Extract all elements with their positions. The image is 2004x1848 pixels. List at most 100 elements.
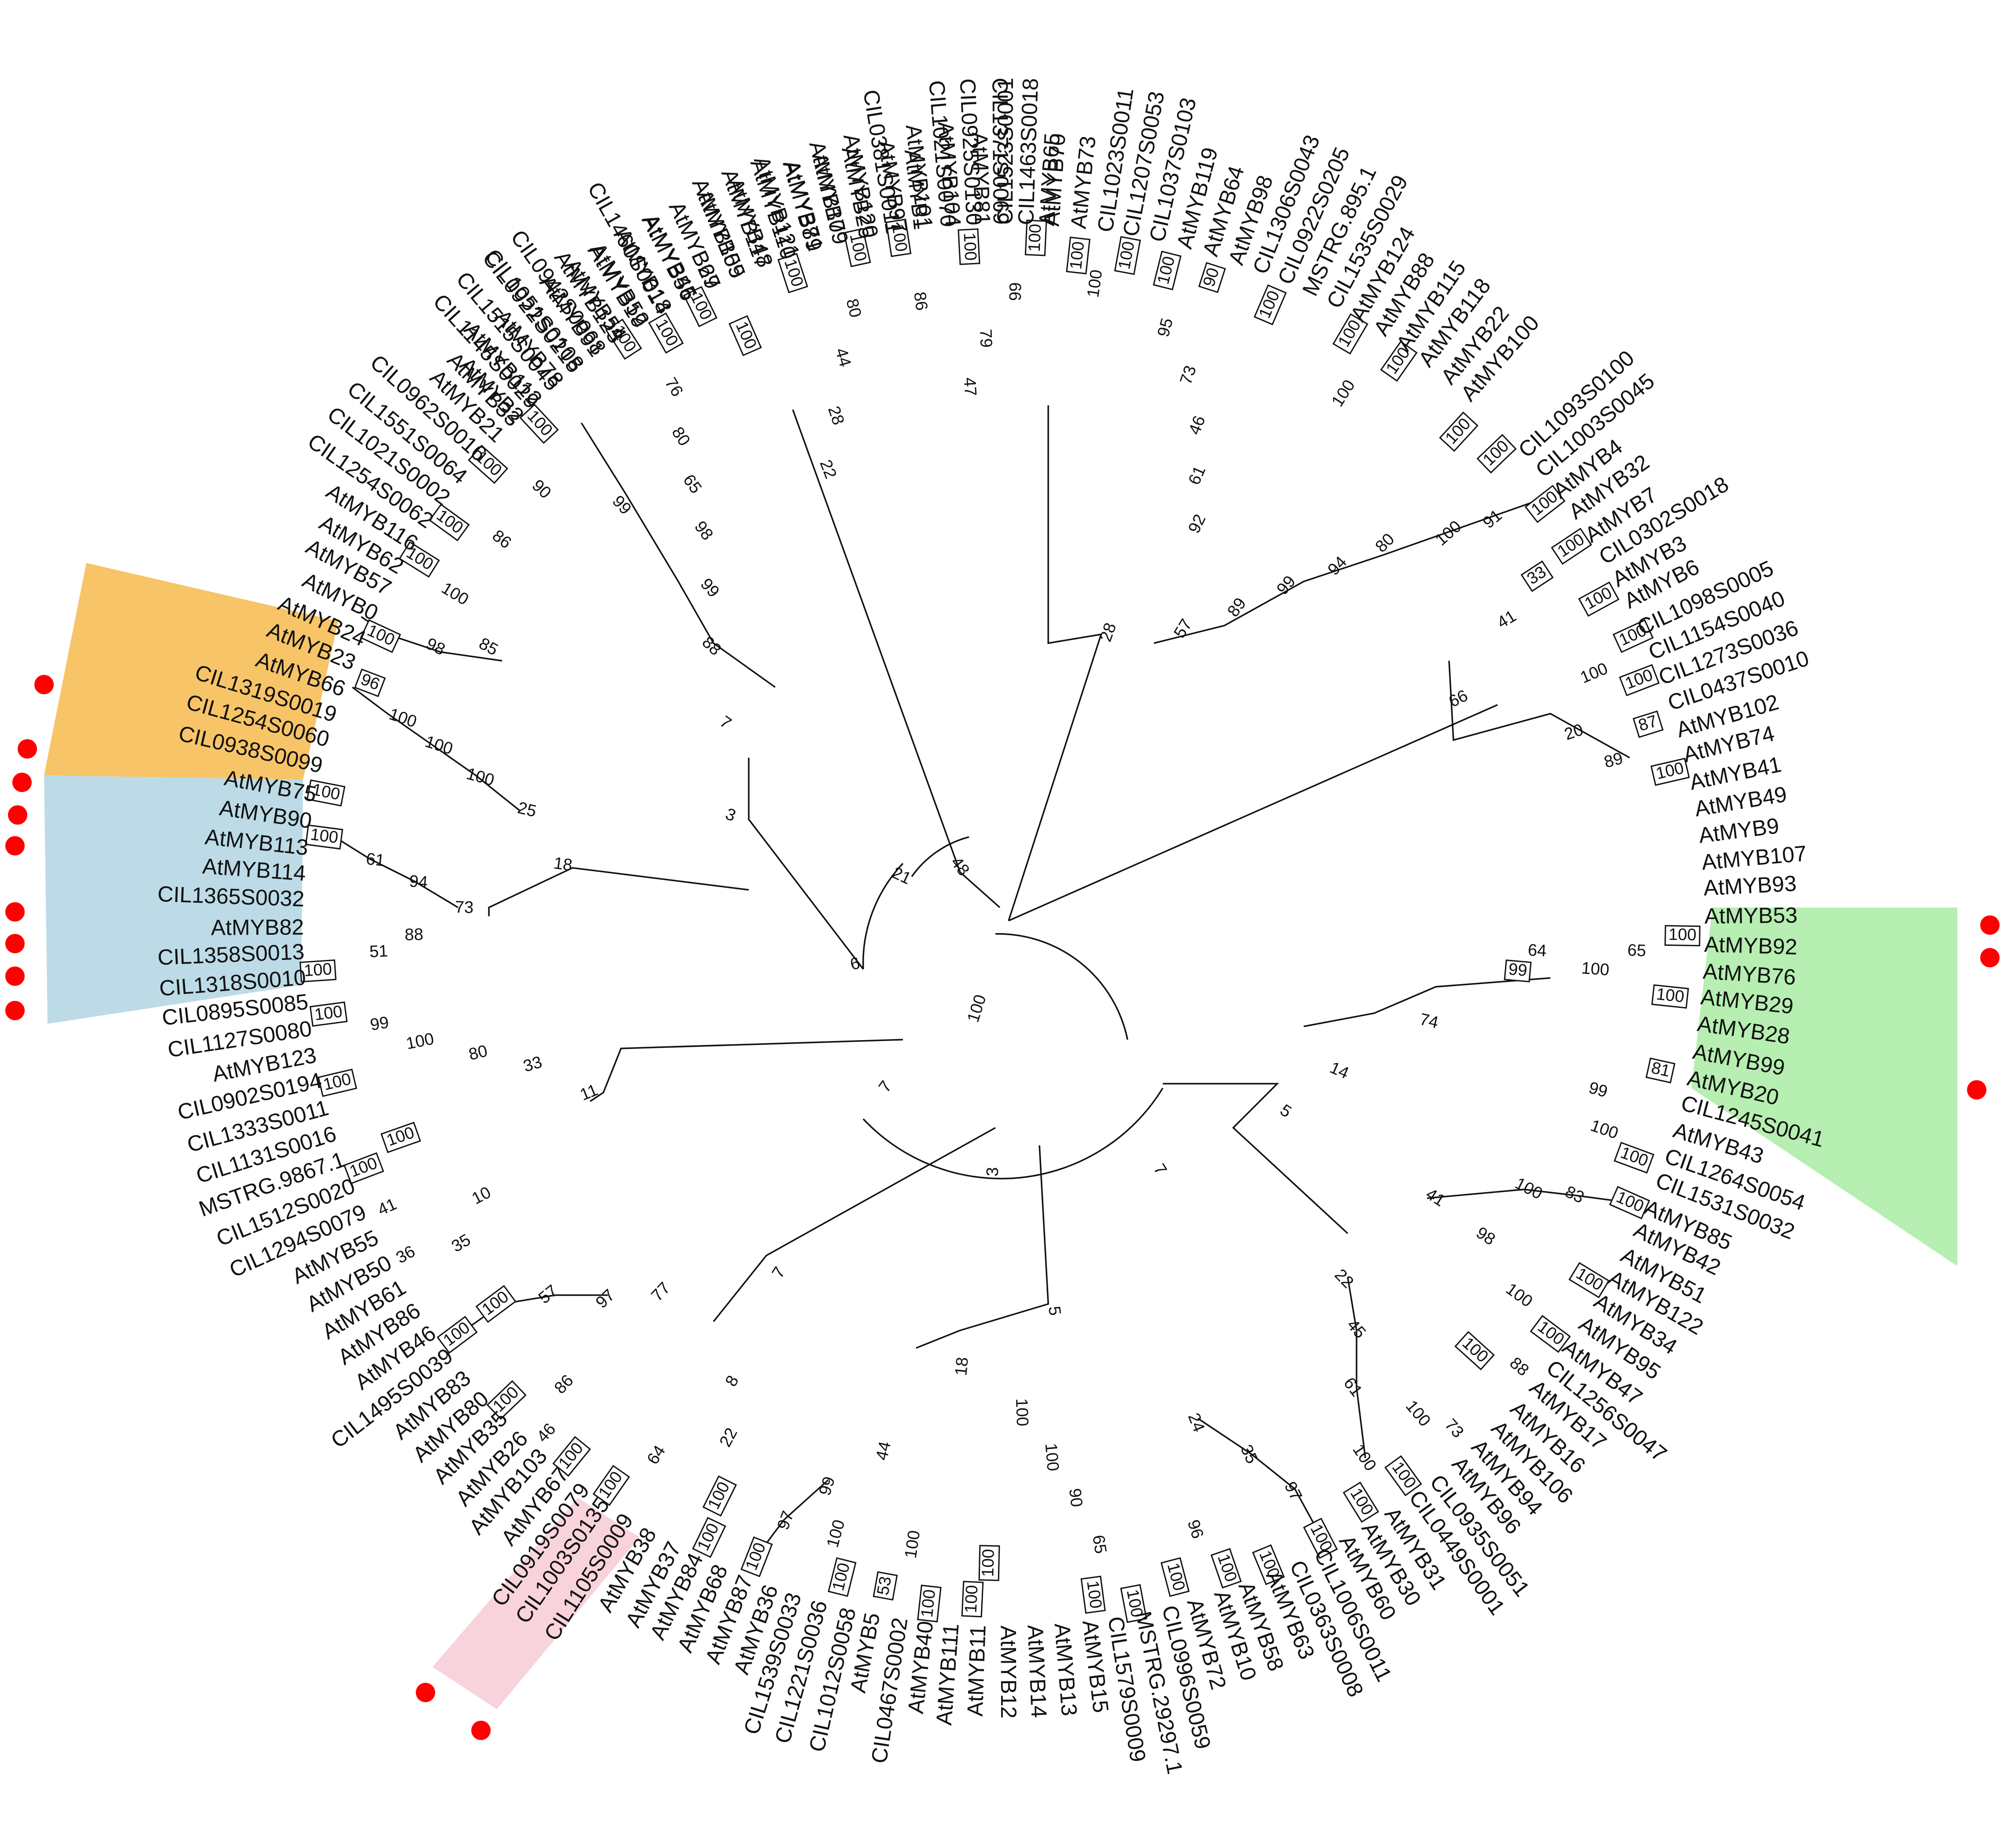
bootstrap-label: 7	[1150, 1161, 1170, 1178]
bootstrap-value: 100	[1578, 659, 1611, 687]
bootstrap-box	[843, 228, 871, 267]
bootstrap-box	[475, 1285, 517, 1323]
bootstrap-value: 100	[1025, 223, 1045, 252]
bootstrap-label: 18	[952, 1356, 972, 1377]
leaf-label: AtMYB81	[967, 132, 995, 226]
marker-dot	[1980, 948, 2000, 967]
bootstrap-value: 53	[874, 1575, 895, 1596]
bootstrap-label: 89	[1224, 594, 1250, 620]
bootstrap-box	[728, 315, 762, 356]
bootstrap-label: 100	[961, 1581, 984, 1618]
bootstrap-box	[1664, 925, 1701, 947]
bootstrap-label: 83	[1562, 1182, 1587, 1207]
branch-upper	[792, 409, 1001, 908]
bootstrap-value: 41	[375, 1195, 399, 1219]
bootstrap-label: 44	[873, 1440, 895, 1462]
bootstrap-label: 77	[648, 1279, 674, 1305]
bootstrap-label: 100	[828, 1557, 857, 1597]
bootstrap-label: 100	[423, 733, 455, 759]
bootstrap-label: 97	[592, 1286, 619, 1312]
bootstrap-label: 25	[516, 799, 538, 821]
bootstrap-label: 10	[469, 1183, 494, 1208]
bootstrap-value: 47	[960, 377, 980, 396]
bootstrap-box	[1210, 1548, 1242, 1589]
bootstrap-box	[1520, 560, 1554, 592]
bootstrap-label: 94	[409, 872, 429, 892]
bootstrap-label: 61	[365, 850, 385, 870]
bootstrap-value: 90	[529, 476, 555, 503]
bootstrap-label: 88	[1506, 1354, 1532, 1380]
bootstrap-value: 94	[409, 872, 429, 892]
bootstrap-label: 46	[533, 1420, 560, 1446]
bootstrap-label: 100	[1512, 1174, 1546, 1203]
bootstrap-value: 80	[1372, 530, 1398, 556]
bootstrap-label: 100	[1066, 237, 1091, 274]
leaf-label: AtMYB92	[1704, 932, 1798, 959]
leaf-label: CIL1463S0018	[1013, 78, 1043, 225]
bootstrap-box	[740, 1536, 773, 1578]
bootstrap-value: 100	[780, 257, 807, 289]
bootstrap-label: 100	[486, 1380, 527, 1420]
bootstrap-box	[592, 1465, 630, 1506]
marker-dot	[1967, 1080, 1986, 1100]
branch-left-blue	[334, 836, 458, 908]
bootstrap-label: 33	[521, 1053, 544, 1076]
bootstrap-box	[873, 1571, 898, 1601]
bootstrap-label: 87	[1632, 710, 1664, 738]
bootstrap-label: 7	[875, 1078, 895, 1096]
bootstrap-label: 94	[1324, 553, 1351, 579]
bootstrap-label: 66	[1446, 686, 1471, 711]
bootstrap-label: 80	[1372, 530, 1398, 556]
green-clade-highlight	[1691, 907, 1957, 1266]
marker-dot	[416, 1683, 435, 1702]
bootstrap-value: 100	[404, 1030, 435, 1053]
marker-dot	[5, 902, 25, 922]
leaf-label: AtMYB53	[1705, 903, 1798, 928]
branch-left-11	[590, 1039, 903, 1102]
bootstrap-value: 66	[1446, 686, 1471, 711]
bootstrap-value: 7	[1150, 1161, 1170, 1178]
bootstrap-box	[1619, 664, 1660, 696]
root-arc	[995, 933, 1128, 1040]
bootstrap-value: 45	[1343, 1316, 1369, 1342]
bootstrap-label: 100	[468, 444, 508, 484]
bootstrap-value: 11	[577, 1081, 600, 1104]
bootstrap-value: 99	[1587, 1078, 1610, 1101]
bootstrap-value: 65	[1627, 941, 1646, 960]
bootstrap-value: 85	[476, 634, 501, 659]
bootstrap-label: 100	[1041, 1442, 1062, 1472]
marker-dot	[5, 1001, 25, 1020]
bootstrap-label: 20	[1562, 720, 1586, 744]
bootstrap-value: 10	[469, 1183, 494, 1208]
branch-right-14	[1303, 977, 1551, 1027]
bootstrap-box	[1253, 284, 1287, 326]
bootstrap-box	[958, 228, 980, 265]
bootstrap-label: 86	[489, 526, 515, 552]
marker-dot	[5, 967, 25, 986]
bootstrap-value: 100	[902, 1529, 924, 1559]
bootstrap-label: 100	[1578, 659, 1611, 687]
bootstrap-value: 35	[448, 1230, 474, 1256]
bootstrap-value: 100	[387, 705, 419, 731]
bootstrap-box	[1066, 237, 1091, 274]
branch-topright	[1008, 405, 1102, 921]
leaf-label: AtMYB13	[1050, 1622, 1082, 1717]
bootstrap-label: 100	[438, 579, 472, 609]
branch-left-orange	[351, 686, 521, 811]
marker-dot	[5, 934, 25, 953]
branch-topright-fan	[1154, 501, 1533, 644]
bootstrap-label: 100	[306, 779, 346, 807]
branch-bottom-5	[916, 1145, 1049, 1349]
bootstrap-box	[1114, 236, 1141, 275]
bootstrap-value: 100	[1084, 268, 1106, 299]
bootstrap-value: 73	[455, 898, 474, 917]
bootstrap-box	[1120, 1584, 1147, 1623]
bootstrap-label: 65	[679, 471, 705, 497]
bootstrap-box	[306, 779, 346, 807]
bootstrap-value: 89	[1224, 594, 1250, 620]
bootstrap-label: 100	[1384, 1455, 1422, 1496]
bootstrap-box	[1645, 1057, 1675, 1084]
marker-dot	[34, 675, 54, 694]
bootstrap-value: 41	[1423, 1185, 1448, 1210]
bootstrap-label: 33	[1520, 560, 1554, 592]
